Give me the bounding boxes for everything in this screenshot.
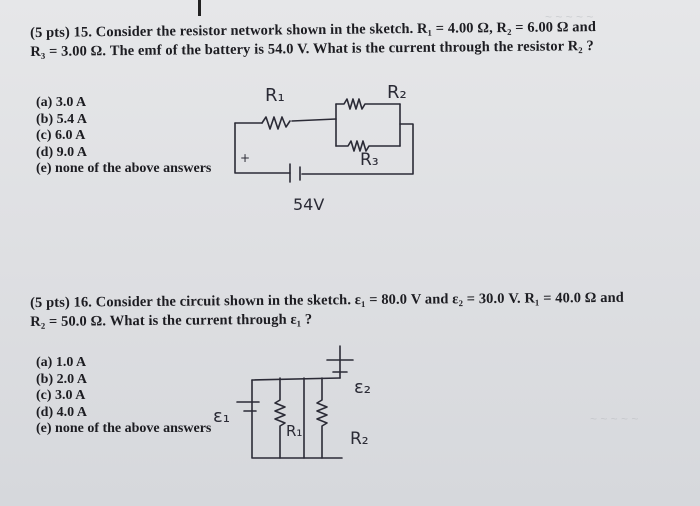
label-r3: R₃ <box>360 150 379 170</box>
q15-option-c: (c) 6.0 A <box>36 128 86 143</box>
circuit-sketch-16 <box>236 345 354 459</box>
q16-option-a: (a) 1.0 A <box>36 355 87 370</box>
pen-mark <box>198 0 201 16</box>
wire <box>234 122 291 174</box>
q16-option-e: (e) none of the above answers <box>36 421 212 436</box>
wire <box>291 118 337 122</box>
label-r1: R₁ <box>286 422 302 440</box>
label-emf1: ε₁ <box>213 406 230 427</box>
label-r1: R₁ <box>265 85 285 106</box>
question-15-options: (a) 3.0 A (b) 5.4 A (c) 6.0 A (d) 9.0 A … <box>36 95 211 178</box>
resistor-r2-zigzag <box>335 98 401 110</box>
wire <box>251 377 341 381</box>
q15-option-a: (a) 3.0 A <box>36 95 87 110</box>
label-r2: R₂ <box>350 429 369 449</box>
wire <box>251 379 343 459</box>
label-emf2: ε₂ <box>354 377 371 398</box>
q16-option-c: (c) 3.0 A <box>36 388 86 403</box>
bleed-through-text: ~ ~ ~ ~ ~ <box>545 10 594 24</box>
wire <box>301 123 414 175</box>
question-16-options: (a) 1.0 A (b) 2.0 A (c) 3.0 A (d) 4.0 A … <box>36 355 211 438</box>
circuit-sketch-15 <box>234 98 414 183</box>
battery-plus-mark: + <box>240 151 250 165</box>
resistor-r1-zigzag <box>274 377 286 459</box>
q15-option-e: (e) none of the above answers <box>36 161 212 176</box>
resistor-r2-zigzag <box>316 377 328 459</box>
resistor-r3-zigzag <box>335 140 401 152</box>
q16-option-d: (d) 4.0 A <box>36 404 87 420</box>
label-battery-voltage: 54V <box>293 195 324 214</box>
q16-option-b: (b) 2.0 A <box>36 371 87 387</box>
q15-option-b: (b) 5.4 A <box>36 111 87 127</box>
q15-option-d: (d) 9.0 A <box>36 144 87 160</box>
label-r2: R₂ <box>387 82 407 103</box>
resistor-r1-zigzag <box>261 116 291 130</box>
bleed-through-text: ~ ~ ~ ~ ~ <box>590 412 639 426</box>
